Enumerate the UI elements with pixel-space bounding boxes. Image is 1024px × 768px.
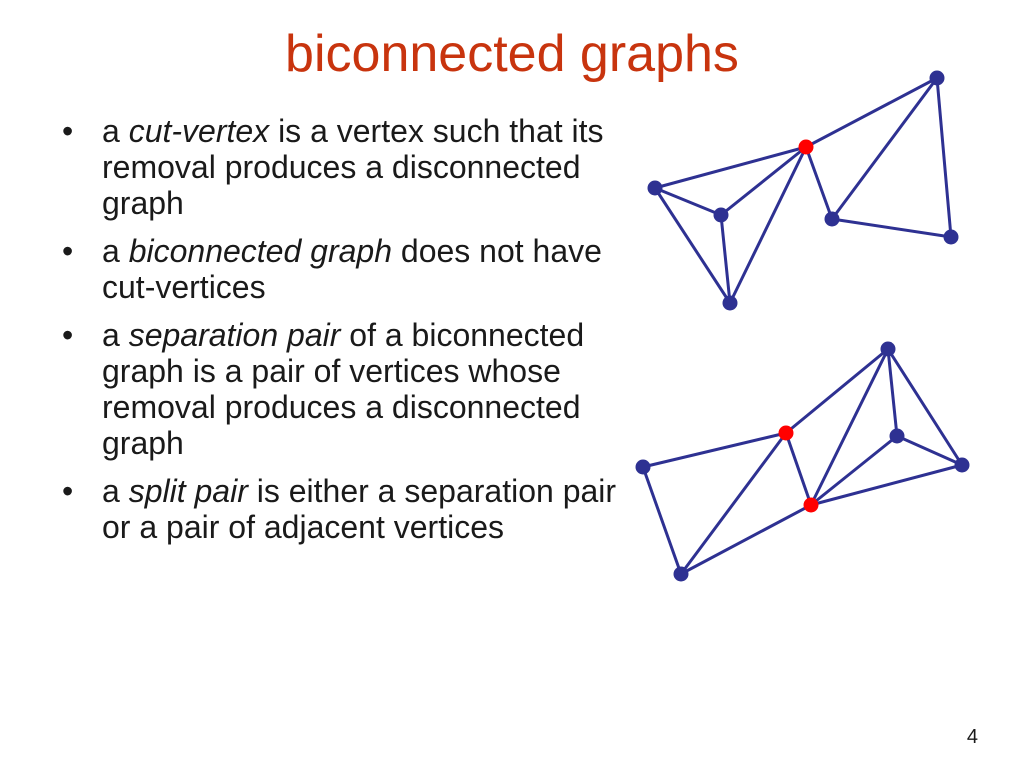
- graph-vertex: [880, 341, 896, 357]
- graph-vertex: [722, 295, 738, 311]
- term-split-pair: split pair: [128, 473, 248, 509]
- bullet-biconnected-graph: • a biconnected graph does not have cut-…: [60, 233, 640, 305]
- separation-pair-graph-vertices: [635, 341, 970, 582]
- graph-edge: [886, 347, 899, 438]
- graph-edge: [804, 145, 834, 221]
- bullet-split-pair: • a split pair is either a separation pa…: [60, 473, 640, 545]
- separation-pair-graph-edges: [641, 347, 964, 576]
- bullet-text: of a biconnected graph is a pair of vert…: [102, 317, 585, 461]
- graph-edge: [809, 434, 899, 507]
- graph-edge: [653, 145, 808, 190]
- graph-edge: [804, 76, 939, 149]
- bullet-separation-pair: • a separation pair of a biconnected gra…: [60, 317, 640, 461]
- graph-edge: [784, 431, 813, 507]
- bullet-marker: •: [62, 233, 74, 269]
- bullet-marker: •: [62, 113, 74, 149]
- graph-edge: [728, 145, 808, 305]
- cut-vertex-graph-vertices: [647, 70, 959, 311]
- graph-edge: [809, 463, 964, 507]
- term-biconnected-graph: biconnected graph: [128, 233, 392, 269]
- graph-edge: [641, 431, 788, 469]
- bullet-lead: a: [102, 233, 120, 269]
- graph-vertex: [673, 566, 689, 582]
- bullet-list: • a cut-vertex is a vertex such that its…: [60, 113, 640, 557]
- cut-vertex-highlight: [798, 139, 814, 155]
- graph-edge: [653, 186, 723, 217]
- graph-edge: [653, 186, 732, 305]
- graph-edge: [641, 465, 683, 576]
- term-cut-vertex: cut-vertex: [128, 113, 270, 149]
- graph-vertex: [713, 207, 729, 223]
- bullet-lead: a: [102, 113, 120, 149]
- bullet-text: does not have cut-vertices: [102, 233, 602, 305]
- graph-edge: [895, 434, 964, 467]
- bullet-cut-vertex: • a cut-vertex is a vertex such that its…: [60, 113, 640, 221]
- graph-edge: [679, 503, 813, 576]
- slide-title: biconnected graphs: [285, 25, 739, 83]
- bullet-marker: •: [62, 317, 74, 353]
- graph-vertex: [943, 229, 959, 245]
- graph-vertex: [647, 180, 663, 196]
- graph-edge: [886, 347, 964, 467]
- graph-edge: [809, 347, 890, 507]
- graph-edge: [679, 431, 788, 576]
- page-number: 4: [966, 726, 978, 748]
- graph-vertex: [954, 457, 970, 473]
- graph-edge: [784, 347, 890, 435]
- graph-edge: [719, 213, 732, 305]
- graph-edge: [935, 76, 953, 239]
- bullet-text: is a vertex such that its removal produc…: [102, 113, 604, 221]
- term-separation-pair: separation pair: [128, 317, 341, 353]
- bullet-text: is either a separation pair or a pair of…: [102, 473, 617, 545]
- cut-vertex-graph: [647, 70, 959, 311]
- graph-vertex: [824, 211, 840, 227]
- separation-pair-vertex-upper: [778, 425, 794, 441]
- cut-vertex-graph-edges: [653, 76, 953, 305]
- separation-pair-vertex-lower: [803, 497, 819, 513]
- graph-edge: [830, 76, 939, 221]
- bullet-marker: •: [62, 473, 74, 509]
- graph-edge: [830, 217, 953, 239]
- bullet-lead: a: [102, 317, 120, 353]
- bullet-lead: a: [102, 473, 120, 509]
- graph-vertex: [889, 428, 905, 444]
- separation-pair-graph: [635, 341, 970, 582]
- graph-edge: [719, 145, 808, 217]
